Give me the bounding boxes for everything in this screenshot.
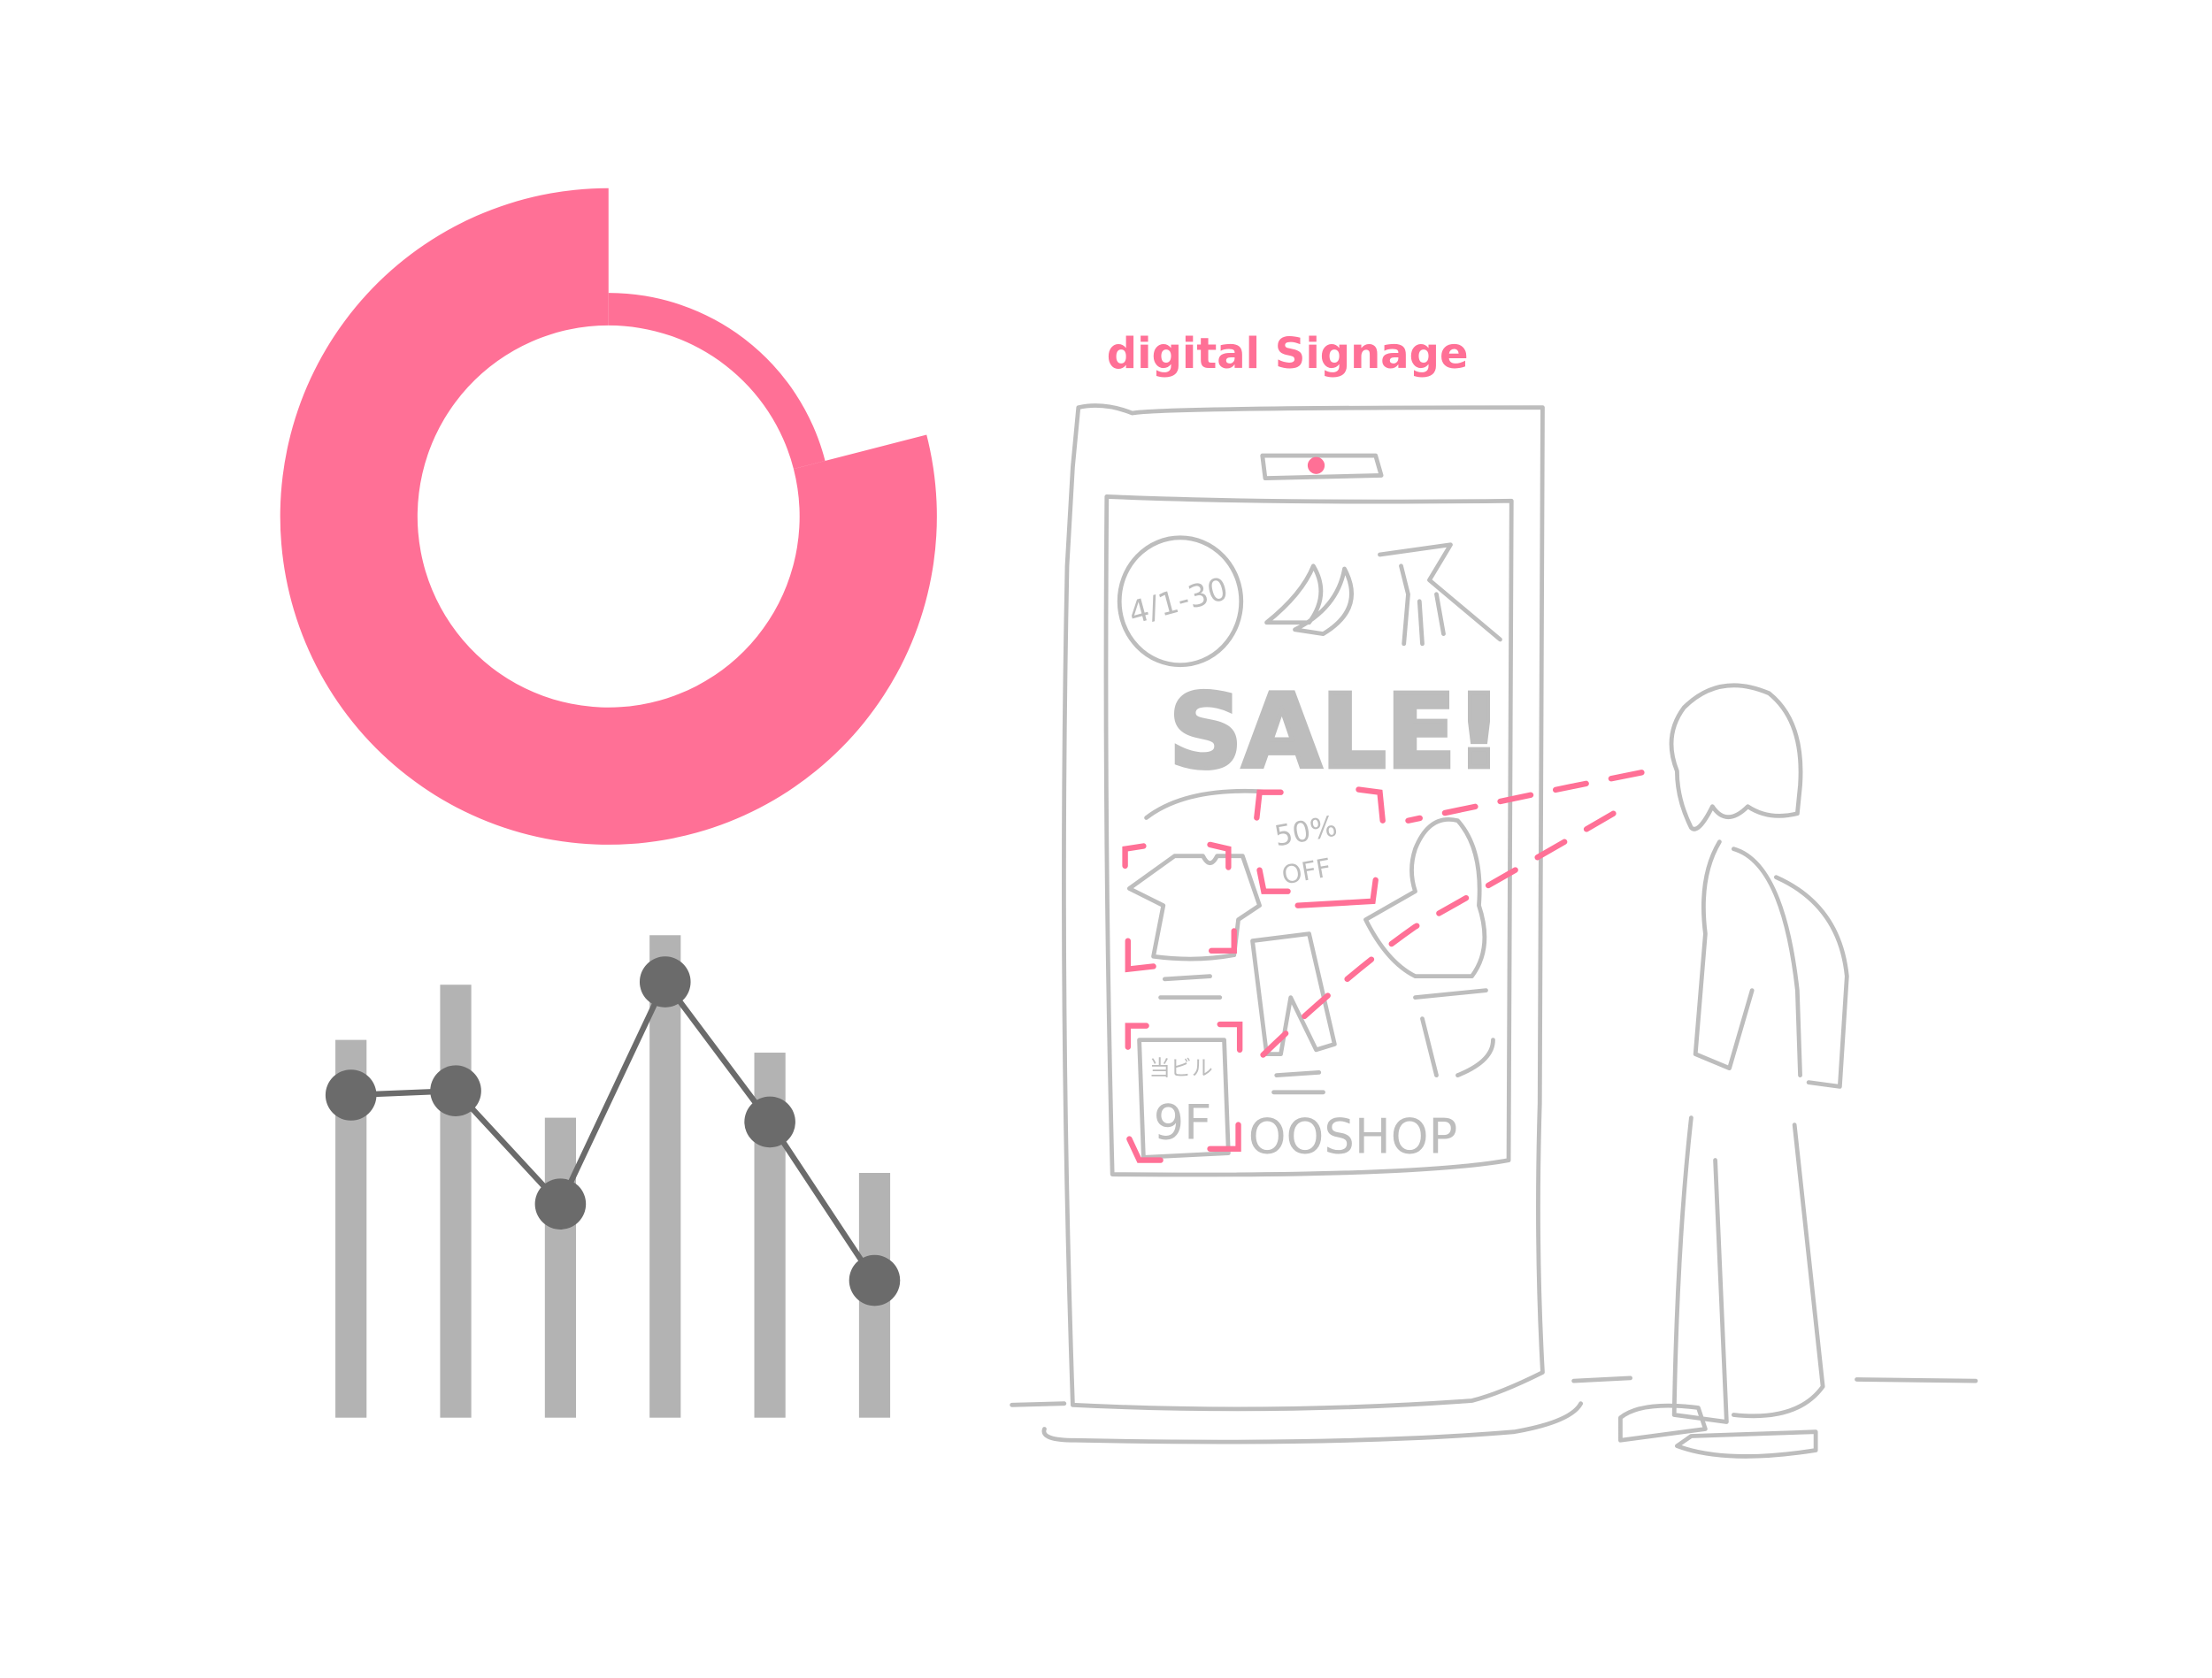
signage-title: digital Signage [1107,329,1469,379]
floor-sign-box [1137,1038,1231,1160]
sale-headline: SALE! [1169,673,1502,792]
donut-chart [280,188,937,845]
discount-line2: OFF [1279,852,1333,890]
cloud-line [1144,788,1276,820]
fish-icon [1378,542,1502,647]
line-point [849,1254,901,1306]
bar [440,985,472,1418]
date-badge: 4/1-30 [1125,571,1232,632]
digital-signage: digital Signage 4/1-30 SALE! 50% OFF 当ビル… [1062,329,1545,1412]
bar [544,1117,576,1418]
focus-brackets [1122,786,1386,1163]
line-series [350,976,878,1283]
line-point [534,1178,587,1230]
tshirt-icon [1126,854,1262,962]
signage-frame [1062,403,1545,1412]
person-legs [1671,1115,1825,1424]
line-point [744,1096,795,1148]
signage-screen [1103,494,1514,1177]
discount-line1: 50% [1272,809,1340,854]
camera-lens-icon [1307,456,1325,474]
person-head [1669,683,1803,831]
bar [649,935,681,1418]
date-badge-circle [1117,535,1244,668]
ground-lines [1010,1375,1978,1444]
banana-icon [1264,563,1354,636]
person-torso-backpack [1693,839,1849,1089]
shop-name: OOSHOP [1248,1109,1458,1165]
camera-housing [1260,453,1384,481]
donut-slice-main [280,188,937,845]
floor-label: 9F [1154,1095,1212,1151]
person-figure [1618,683,1849,1459]
bar-line-chart [325,935,901,1418]
gaze-line [1256,810,1617,1061]
gaze-line [1405,770,1645,824]
donut-slice-remaining [608,293,826,470]
floor-note: 当ビル [1149,1056,1213,1081]
line-point [430,1065,481,1116]
line-point [325,1069,377,1121]
pants-icon [1250,931,1337,1057]
person-shoes [1618,1403,1818,1459]
caption-lines [1158,974,1325,1095]
shop-clerk-figure [1363,817,1495,1078]
line-point [639,956,691,1008]
